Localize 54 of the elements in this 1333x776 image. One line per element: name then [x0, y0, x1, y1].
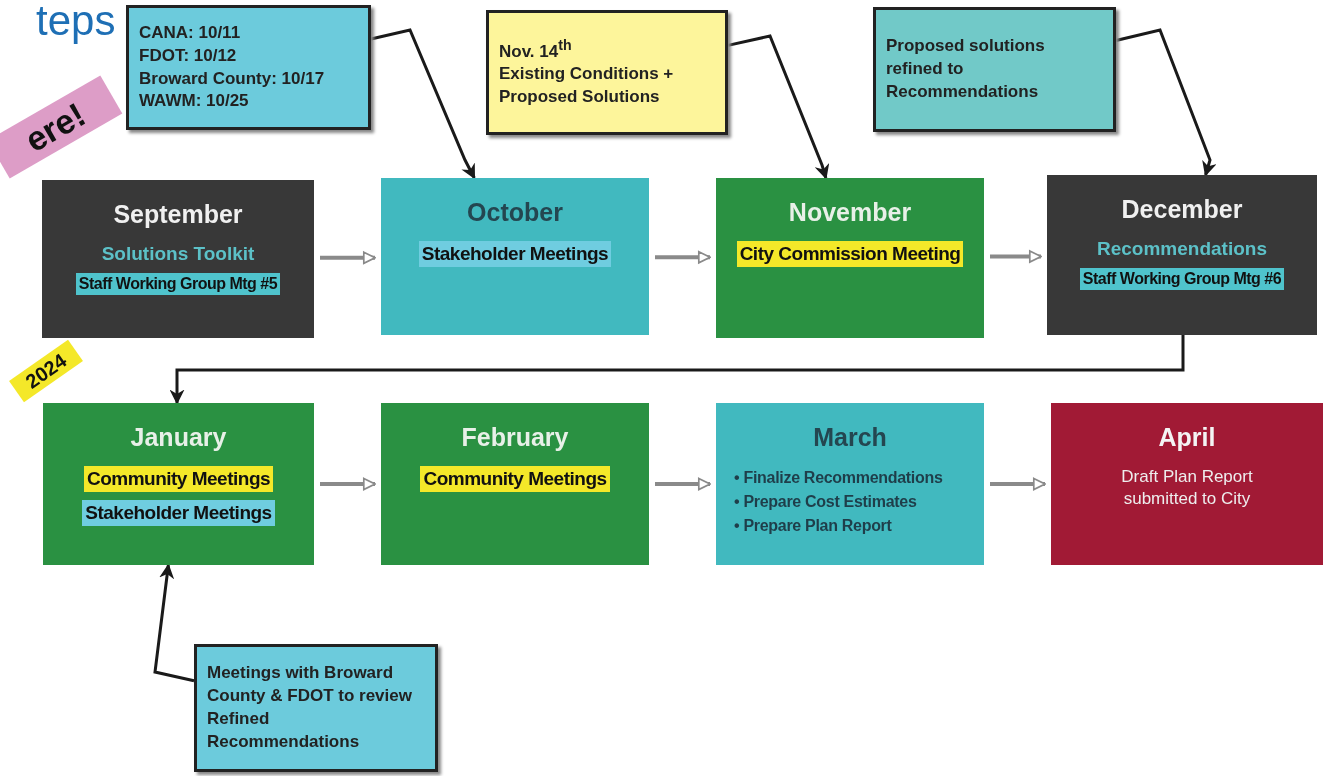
callout-text: WAWM: 10/25: [139, 90, 249, 113]
month-card: [381, 178, 649, 335]
callout-text: Proposed solutions refined to Recommendations: [886, 35, 1046, 103]
callout-box: [486, 10, 728, 135]
month-card: [43, 403, 314, 565]
callout-text: Meetings with Broward County & FDOT to review Refined Recommendations: [207, 662, 413, 753]
month-card: [381, 403, 649, 565]
arrow: [169, 335, 1185, 405]
sticker-label: ere!: [0, 75, 123, 179]
arrow: [1115, 28, 1217, 177]
month-heading: March: [813, 423, 887, 452]
hollow-arrow: [320, 251, 376, 265]
month-card: [42, 180, 314, 338]
callout-box: [873, 7, 1116, 132]
title: teps: [36, 0, 116, 42]
highlighted-text: Stakeholder Meetings: [82, 499, 275, 526]
month-card: [716, 403, 984, 565]
callout-text: CANA: 10/11: [139, 21, 241, 44]
month-heading: September: [113, 200, 243, 229]
callout-text: FDOT: 10/12: [139, 44, 237, 67]
month-heading: April: [1158, 423, 1216, 452]
bullet-item: • Prepare Cost Estimates: [734, 492, 917, 512]
description: Draft Plan Report submitted to City: [1120, 466, 1254, 511]
bullet-item: • Prepare Plan Report: [734, 516, 892, 536]
subheading: Recommendations: [1097, 238, 1267, 260]
callout-box: [194, 644, 438, 772]
hollow-arrow: [320, 477, 376, 491]
bullet-item: • Finalize Recommendations: [734, 468, 943, 488]
arrow: [153, 563, 195, 683]
arrow: [370, 28, 476, 180]
highlighted-text: Stakeholder Meetings: [418, 241, 612, 267]
month-heading: January: [130, 423, 227, 452]
subheading: Solutions Toolkit: [101, 243, 255, 265]
highlighted-text: Community Meetings: [420, 466, 610, 492]
month-heading: February: [461, 423, 569, 452]
arrow: [727, 34, 830, 180]
hollow-arrow: [990, 250, 1042, 263]
month-heading: November: [788, 198, 912, 227]
month-heading: October: [467, 198, 563, 227]
highlighted-text: City Commission Meeting: [736, 241, 964, 267]
month-card: [1051, 403, 1323, 565]
month-card: [1047, 175, 1317, 335]
hollow-arrow: [655, 477, 711, 491]
month-heading: December: [1121, 195, 1243, 224]
callout-text: Existing Conditions + Proposed Solutions: [499, 63, 675, 109]
highlighted-text: Staff Working Group Mtg #6: [1079, 268, 1285, 290]
callout-text: Nov. 14$^{th}$: [499, 35, 572, 63]
month-card: [716, 178, 984, 338]
highlighted-text: Community Meetings: [83, 466, 274, 492]
hollow-arrow: [990, 477, 1046, 491]
callout-box: [126, 5, 371, 130]
highlighted-text: Staff Working Group Mtg #5: [75, 273, 281, 295]
hollow-arrow: [655, 250, 711, 264]
callout-text: Broward County: 10/17: [139, 67, 325, 90]
